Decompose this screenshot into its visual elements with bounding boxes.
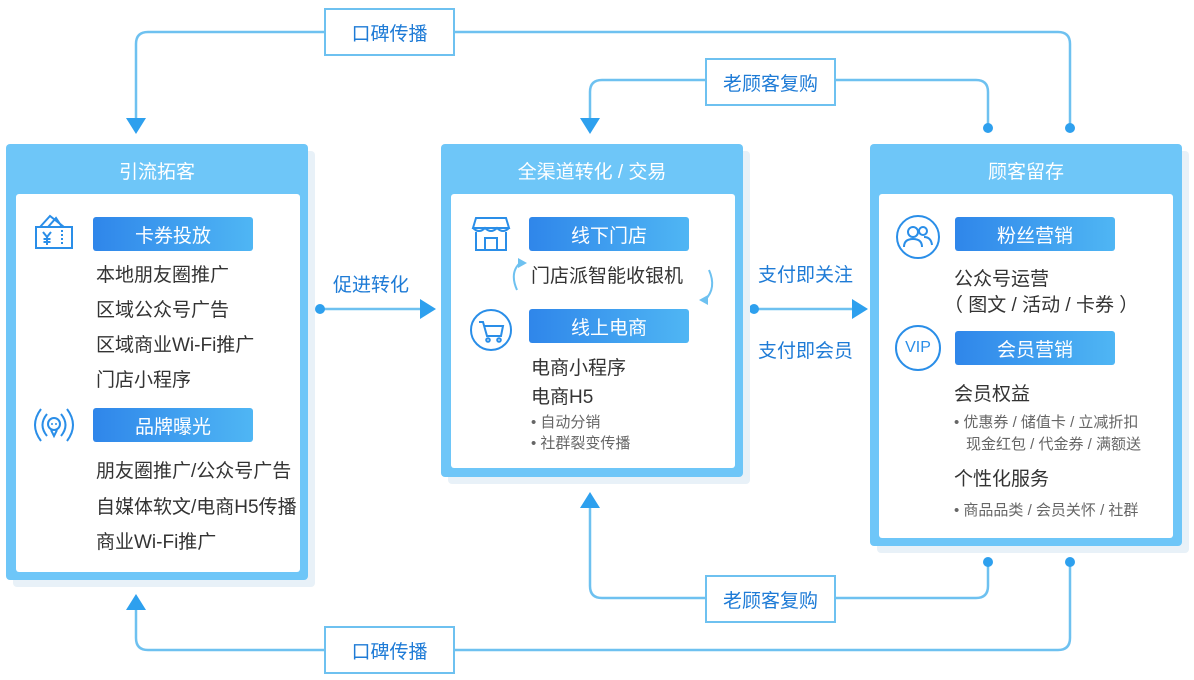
offline-store-desc: 门店派智能收银机: [531, 266, 684, 287]
acquire-panel-title: 引流拓客: [118, 162, 195, 183]
convert-panel: 全渠道转化 / 交易 线下门店 门店派智能收银机: [441, 144, 743, 477]
member-rights-line-1-text: 优惠券 / 储值卡 / 立减折扣: [963, 414, 1139, 431]
bottom-repurchase-label: 老顾客复购: [705, 575, 836, 623]
coupon-item-3: 区域商业Wi-Fi推广: [96, 335, 255, 356]
online-item-2: 电商H5: [531, 387, 594, 408]
online-sub-item-1: • 自动分销: [531, 414, 601, 431]
pay-member-label: 支付即会员: [758, 341, 854, 362]
fans-line-2: （ 图文 / 活动 / 卡券 ）: [944, 295, 1139, 316]
online-item-1: 电商小程序: [531, 358, 627, 379]
online-sub-item-1-text: 自动分销: [540, 414, 601, 431]
arrow-right-left-connector: [420, 299, 436, 319]
arrow-down-center: [580, 118, 600, 134]
arrow-up-left: [126, 594, 146, 610]
fans-marketing-pill: 粉丝营销: [955, 217, 1115, 251]
users-icon: [896, 215, 940, 259]
convert-panel-title: 全渠道转化 / 交易: [517, 162, 667, 183]
retain-panel: 顾客留存 粉丝营销 公众号运营 （ 图文 / 活动 / 卡券 ） VIP 会员营…: [870, 144, 1182, 546]
brand-item-3: 商业Wi-Fi推广: [96, 532, 217, 553]
member-rights-title: 会员权益: [954, 384, 1031, 405]
personal-service-line-text: 商品品类 / 会员关怀 / 社群: [963, 502, 1139, 519]
acquire-panel: 引流拓客 卡券投放 本地朋友圈推广 区域公众号广告 区域商业Wi-Fi推广 门店…: [6, 144, 308, 580]
brand-exposure-pill: 品牌曝光: [93, 408, 253, 442]
broadcast-icon: [34, 408, 74, 442]
dot-top-right-inner: [983, 123, 993, 133]
vip-icon: VIP: [895, 325, 941, 371]
ticket-icon: [35, 214, 73, 249]
arrow-right-right-connector: [852, 299, 868, 319]
dot-left-connector: [315, 304, 325, 314]
convert-panel-body: 线下门店 门店派智能收银机 线上电商 电商小程序 电商H5 • 自动分销 • 社…: [451, 194, 735, 468]
arrow-up-center: [580, 492, 600, 508]
retain-panel-body: 粉丝营销 公众号运营 （ 图文 / 活动 / 卡券 ） VIP 会员营销 会员权…: [879, 194, 1173, 538]
bottom-loop-line: [134, 562, 1072, 652]
brand-item-1: 朋友圈推广/公众号广告: [96, 461, 292, 482]
online-sub-item-2-text: 社群裂变传播: [540, 435, 631, 452]
online-sub-item-2: • 社群裂变传播: [531, 435, 631, 452]
dot-right-connector: [749, 304, 759, 314]
brand-item-2: 自媒体软文/电商H5传播: [96, 497, 297, 518]
personal-service-line: • 商品品类 / 会员关怀 / 社群: [954, 502, 1139, 519]
dot-top-right-outer: [1065, 123, 1075, 133]
arrow-down-left: [126, 118, 146, 134]
bottom-word-of-mouth-label: 口碑传播: [324, 626, 455, 674]
coupon-item-2: 区域公众号广告: [96, 300, 230, 321]
cycle-arrows-icon: [512, 258, 714, 305]
retain-panel-title: 顾客留存: [987, 162, 1064, 183]
pay-follow-label: 支付即关注: [758, 265, 854, 286]
top-repurchase-label: 老顾客复购: [705, 58, 836, 106]
top-word-of-mouth-label: 口碑传播: [324, 8, 455, 56]
dot-bottom-right-outer: [1065, 557, 1075, 567]
vip-icon-text: VIP: [905, 339, 931, 356]
top-loop-line: [134, 30, 1072, 128]
acquire-panel-body: 卡券投放 本地朋友圈推广 区域公众号广告 区域商业Wi-Fi推广 门店小程序 品…: [16, 194, 300, 572]
online-commerce-pill: 线上电商: [529, 309, 689, 343]
coupon-campaign-pill: 卡券投放: [93, 217, 253, 251]
coupon-item-1: 本地朋友圈推广: [96, 265, 230, 286]
promote-conversion-label: 促进转化: [333, 275, 410, 296]
store-icon: [471, 217, 511, 251]
personal-service-title: 个性化服务: [954, 469, 1050, 490]
dot-bottom-right-inner: [983, 557, 993, 567]
cart-icon: [470, 309, 512, 351]
coupon-item-4: 门店小程序: [96, 370, 192, 391]
member-rights-line-2: 现金红包 / 代金券 / 满额送: [966, 436, 1142, 453]
fans-line-1: 公众号运营: [954, 269, 1050, 290]
offline-store-pill: 线下门店: [529, 217, 689, 251]
member-marketing-pill: 会员营销: [955, 331, 1115, 365]
member-rights-line-1: • 优惠券 / 储值卡 / 立减折扣: [954, 414, 1139, 431]
